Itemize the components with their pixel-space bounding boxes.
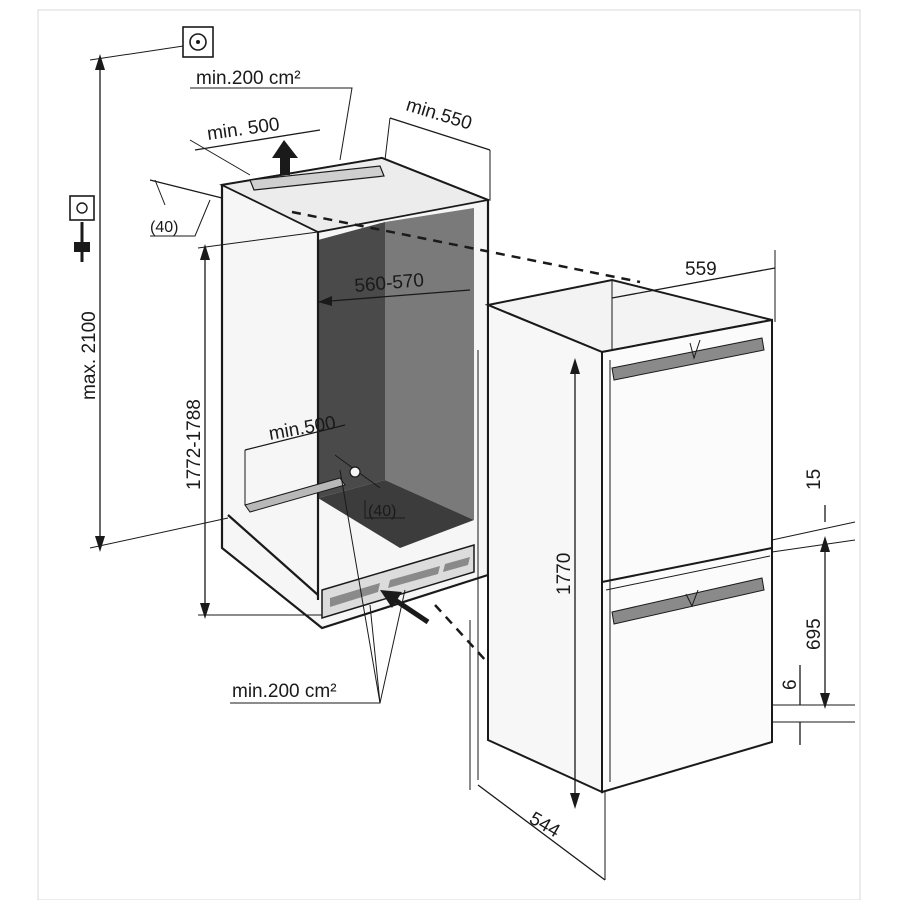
- arrow-in-icon: [380, 590, 430, 625]
- arrow-up-icon: [272, 140, 298, 175]
- plinth-vent: [330, 557, 470, 607]
- top-vent-grille: [249, 165, 385, 191]
- label-total-height: max. 2100: [79, 311, 100, 400]
- label-niche-height: 1772-1788: [184, 399, 205, 490]
- label-lower-door: 695: [804, 618, 825, 650]
- niche-side-wall: [385, 208, 474, 520]
- label-appliance-width: 559: [685, 259, 717, 280]
- label-offset-inner: (40): [368, 503, 396, 520]
- niche-dimensions: [89, 44, 491, 704]
- appliance-dimensions: [469, 250, 856, 881]
- label-vent-bottom: min.200 cm²: [232, 681, 337, 702]
- label-appliance-height: 1770: [554, 553, 575, 595]
- label-gap-15: 15: [804, 469, 825, 490]
- niche-back-wall: [318, 222, 385, 498]
- plug-icon: [69, 195, 95, 262]
- label-gap-6: 6: [780, 679, 801, 690]
- lower-door-handle: [611, 577, 765, 625]
- label-offset-top: (40): [150, 219, 178, 236]
- niche-floor: [318, 480, 474, 548]
- upper-door-handle: [611, 337, 765, 381]
- fridge-appliance: [469, 278, 773, 794]
- label-vent-top: min.200 cm²: [196, 68, 301, 89]
- socket-icon: [182, 26, 214, 58]
- niche-cabinet: [219, 140, 492, 630]
